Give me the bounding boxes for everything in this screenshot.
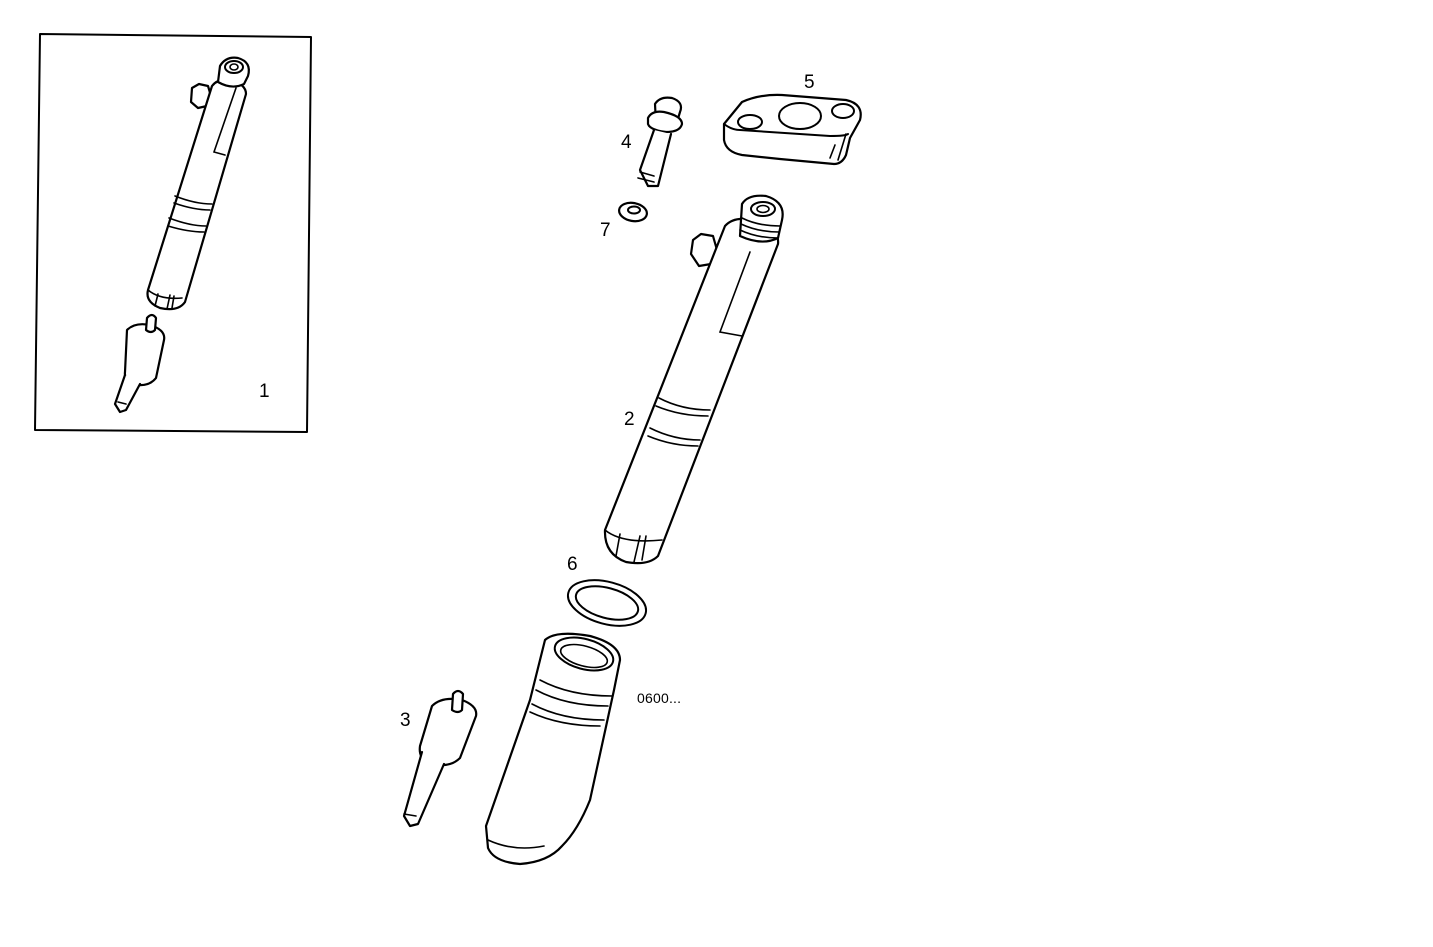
inset-nozzle — [113, 313, 166, 414]
part-3-nozzle — [402, 689, 478, 828]
part-7-washer — [618, 201, 648, 223]
part-label-2: 2 — [624, 409, 635, 430]
part-label-1: 1 — [259, 381, 270, 402]
part-5-clamp-flange — [722, 93, 862, 166]
inset-assembly-box — [34, 33, 312, 433]
injector-sleeve — [484, 632, 622, 866]
part-4-bolt — [637, 96, 684, 188]
part-2-injector-holder — [603, 194, 784, 565]
part-label-4: 4 — [621, 132, 632, 153]
part-label-5: 5 — [804, 72, 815, 93]
part-label-7: 7 — [600, 220, 611, 241]
part-label-6: 6 — [567, 554, 578, 575]
reference-code: 0600... — [637, 690, 682, 706]
part-label-3: 3 — [400, 710, 411, 731]
part-6-sealing-ring — [566, 579, 648, 627]
inset-holder-body — [146, 56, 250, 311]
